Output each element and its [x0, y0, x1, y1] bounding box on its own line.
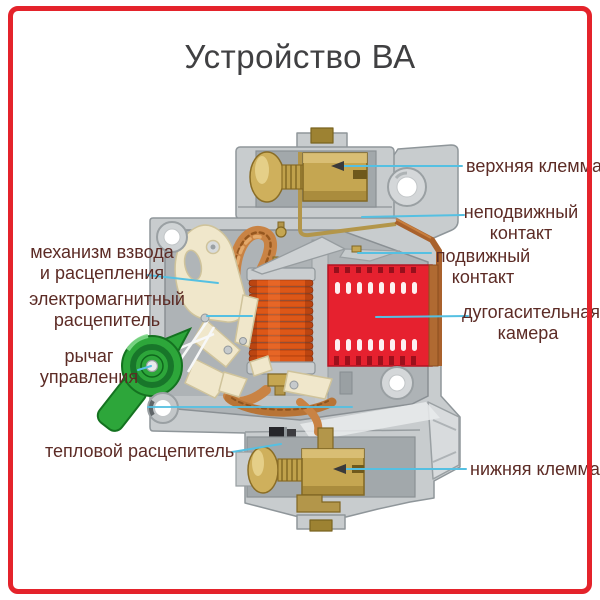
label-thermal-release: тепловой расцепитель: [45, 441, 235, 461]
electromagnetic-release-coil: [246, 256, 316, 396]
fixed-contact: [394, 218, 442, 366]
page-title: Устройство ВА: [184, 38, 416, 75]
label-electromagnetic-release: электромагнитный расцепитель: [29, 289, 185, 330]
upper-terminal: [249, 150, 397, 238]
label-arc-chamber: дугогасительная камера: [462, 302, 600, 343]
label-mechanism: механизм взвода и расцепления: [30, 242, 174, 283]
leader-arc-chamber: [375, 315, 469, 318]
label-lower-terminal: нижняя клемма: [470, 459, 600, 479]
mounting-holes: [147, 167, 427, 424]
trip-mechanism: [167, 224, 333, 400]
leader-mechanism: [146, 274, 219, 284]
leader-lines: [137, 165, 469, 470]
arrow-lower-terminal: [333, 464, 346, 474]
label-upper-terminal: верхняя клемма: [466, 156, 600, 176]
lower-terminal: [235, 427, 416, 513]
label-control-lever: рычаг управления: [39, 346, 139, 387]
leader-thermal-release: [231, 443, 282, 453]
leader-control-lever: [137, 365, 152, 371]
leader-arrowheads: [331, 161, 346, 474]
arrow-upper-terminal: [331, 161, 344, 171]
label-fixed-contact: неподвижный контакт: [463, 202, 579, 243]
label-moving-contact: подвижный контакт: [435, 246, 531, 287]
leader-fixed-contact: [361, 214, 465, 218]
